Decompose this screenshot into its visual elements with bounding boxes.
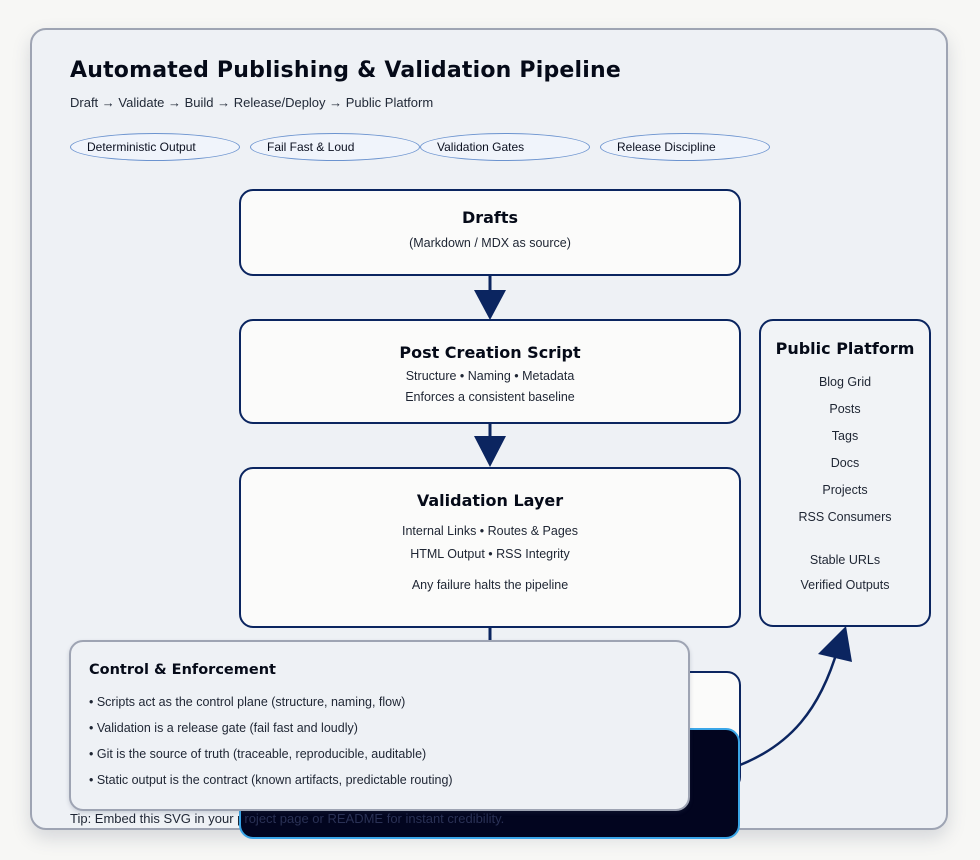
- platform-guarantee: Stable URLs: [809, 553, 881, 567]
- platform-item: Blog Grid: [818, 375, 872, 389]
- arrowhead-down-icon: [474, 290, 506, 320]
- panel-bullet: • Scripts act as the control plane (stru…: [89, 695, 406, 709]
- platform-item: RSS Consumers: [798, 510, 892, 524]
- platform-item: Docs: [830, 456, 860, 470]
- principle-pill: Deterministic Output: [70, 133, 240, 161]
- node-line: (Markdown / MDX as source): [409, 236, 571, 250]
- page-subtitle: Draft → Validate → Build → Release/Deplo…: [70, 95, 434, 110]
- node-line: HTML Output • RSS Integrity: [410, 547, 570, 561]
- platform-guarantee: Verified Outputs: [800, 578, 890, 592]
- tip-text-overlay: Tip: Embed this SVG in your project page…: [70, 811, 505, 826]
- panel-bullet: • Git is the source of truth (traceable,…: [89, 747, 427, 761]
- node-drafts: Drafts (Markdown / MDX as source): [239, 189, 741, 276]
- control-enforcement-panel: Control & Enforcement • Scripts act as t…: [69, 640, 690, 811]
- arrowhead-down-icon: [474, 436, 506, 467]
- principle-pill: Fail Fast & Loud: [250, 133, 420, 161]
- node-title: Public Platform: [775, 339, 915, 358]
- arrowhead-up-icon: [818, 626, 852, 662]
- platform-item: Projects: [822, 483, 868, 497]
- node-title: Drafts: [461, 208, 519, 227]
- page-title: Automated Publishing & Validation Pipeli…: [70, 58, 621, 83]
- node-line: Enforces a consistent baseline: [405, 390, 575, 404]
- principle-pill: Release Discipline: [600, 133, 770, 161]
- panel-bullet: • Static output is the contract (known a…: [89, 773, 453, 787]
- node-post-creation-script: Post Creation Script Structure • Naming …: [239, 319, 741, 424]
- principle-pill: Validation Gates: [420, 133, 590, 161]
- panel-title: Control & Enforcement: [89, 662, 276, 678]
- node-line: Any failure halts the pipeline: [411, 578, 569, 592]
- connector-to-platform: [739, 647, 840, 767]
- node-line: Structure • Naming • Metadata: [405, 369, 575, 383]
- node-line: Internal Links • Routes & Pages: [401, 524, 578, 538]
- panel-bullet: • Validation is a release gate (fail fas…: [89, 721, 358, 735]
- node-title: Post Creation Script: [399, 343, 581, 362]
- node-public-platform: Public Platform Blog Grid Posts Tags Doc…: [759, 319, 931, 627]
- node-validation-layer: Validation Layer Internal Links • Routes…: [239, 467, 741, 628]
- platform-item: Tags: [831, 429, 859, 443]
- platform-item: Posts: [829, 402, 861, 416]
- node-title: Validation Layer: [416, 491, 564, 510]
